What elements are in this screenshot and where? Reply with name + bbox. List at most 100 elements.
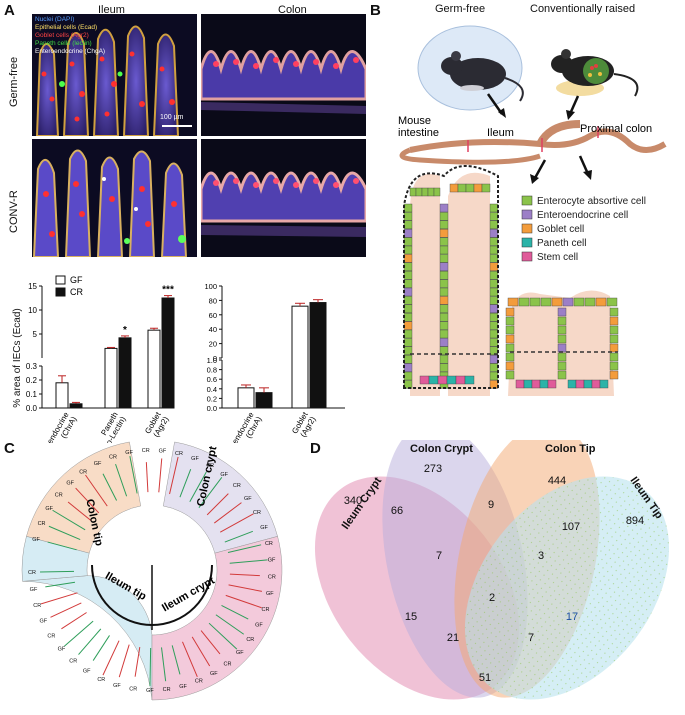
cell xyxy=(403,254,413,263)
venn-count-ileum-tip-only: 894 xyxy=(626,515,644,527)
ileum-label: Ileum xyxy=(487,127,514,139)
sector-colon-tip xyxy=(26,441,142,554)
cell xyxy=(439,329,449,339)
dendro-branch xyxy=(198,477,223,509)
cell xyxy=(489,254,499,263)
bar-gf xyxy=(237,387,255,409)
y-tick-label: 0.1 xyxy=(26,390,38,399)
leaf-label: GF xyxy=(220,472,228,478)
y-tick-label: 0.8 xyxy=(207,366,217,375)
cell xyxy=(489,220,499,230)
y-tick-label: 60 xyxy=(209,311,217,320)
arrow-icon xyxy=(568,95,580,115)
leaf-label: CR xyxy=(163,687,171,693)
bar-cr xyxy=(69,403,83,409)
dendro-branch xyxy=(92,635,110,661)
cell xyxy=(403,212,413,221)
dendro-branch xyxy=(161,647,167,682)
panel-d-label: D xyxy=(310,440,321,457)
chart-ileum-bars: 0.00.10.20.351015****GFCREnteroendocrine… xyxy=(26,275,175,443)
dendro-branch xyxy=(229,573,260,577)
cell xyxy=(489,262,499,272)
leaf-label: CR xyxy=(55,492,63,498)
chart-ylabel: % area of IECs (Ecad) xyxy=(12,308,23,407)
cell xyxy=(439,338,449,347)
cell xyxy=(403,355,413,364)
dendro-branch xyxy=(224,530,254,543)
x-tick-label: Enteroendocrine(ChrA) xyxy=(219,410,264,443)
cell xyxy=(505,370,515,380)
proximal-colon-label: Proximal colon xyxy=(580,123,653,135)
cell xyxy=(489,321,499,330)
venn-count-ct-it: 107 xyxy=(562,521,580,533)
cell xyxy=(575,379,585,389)
cell xyxy=(439,212,449,221)
venn-count-cc-it: 17 xyxy=(566,611,578,623)
dendro-branch xyxy=(229,559,268,564)
cell xyxy=(584,297,596,307)
cell xyxy=(489,228,499,238)
dendro-branch xyxy=(134,646,141,677)
legend-swatch xyxy=(521,195,533,206)
y-tick-label: 0.3 xyxy=(26,362,38,371)
cell xyxy=(609,352,619,362)
cell xyxy=(465,183,475,193)
dendro-branch xyxy=(102,473,118,501)
cell xyxy=(489,304,499,313)
cell xyxy=(439,279,449,288)
venn-count-ic-ct: 15 xyxy=(405,611,417,623)
leaf-label: GF xyxy=(45,506,53,512)
cell xyxy=(403,262,413,272)
leaf-label: CR xyxy=(33,603,41,609)
cell xyxy=(595,297,607,307)
venn-count-ic-cc: 66 xyxy=(391,505,403,517)
germ-free-mouse-icon xyxy=(441,51,524,102)
leaf-label: CR xyxy=(195,678,203,684)
cell xyxy=(557,316,567,326)
legend-label: Enterocyte absortive cell xyxy=(537,196,646,207)
cell xyxy=(446,375,457,385)
legend-label: Stem cell xyxy=(537,252,578,263)
bar-cr xyxy=(161,297,175,409)
dendro-branch xyxy=(118,644,130,678)
cell xyxy=(421,187,429,197)
cell xyxy=(489,313,499,322)
leaf-label: GF xyxy=(146,688,154,694)
cell xyxy=(403,329,413,339)
cell xyxy=(439,220,449,230)
cell xyxy=(489,279,499,288)
cell xyxy=(609,316,619,326)
x-tick-label: Goblet(Agr2) xyxy=(290,410,318,440)
cell xyxy=(439,203,449,213)
legend-label: Paneth cell xyxy=(537,238,586,249)
cell xyxy=(540,297,552,307)
cell xyxy=(403,304,413,313)
dendro-branch xyxy=(208,622,238,650)
cell xyxy=(409,187,417,197)
cell xyxy=(609,334,619,344)
leaf-label: CR xyxy=(268,574,276,580)
cell xyxy=(518,297,530,307)
legend-swatch-cr xyxy=(55,287,66,297)
cell xyxy=(403,338,413,347)
conv-raised-title: Conventionally raised xyxy=(530,3,636,15)
legend-swatch xyxy=(521,209,533,220)
venn-label-colon-crypt: Colon Crypt xyxy=(410,443,473,455)
venn-count-ileum-crypt-only: 340 xyxy=(344,495,362,507)
venn-count-cc-ct: 9 xyxy=(488,499,494,511)
dendro-branch xyxy=(225,594,262,609)
dendro-branch xyxy=(189,471,207,503)
y-tick-label: 10 xyxy=(28,306,37,315)
dendro-branch xyxy=(227,544,262,553)
y-tick-label: 100 xyxy=(204,282,217,291)
leaf-label: CR xyxy=(224,661,232,667)
cell xyxy=(403,237,413,246)
cell xyxy=(505,343,515,353)
significance-mark: * xyxy=(123,325,127,336)
y-tick-label: 20 xyxy=(209,340,217,349)
cell xyxy=(464,375,475,385)
venn-label-colon-tip: Colon Tip xyxy=(545,443,596,455)
cell xyxy=(599,379,609,389)
cell xyxy=(439,355,449,364)
venn-count-ic-it: 51 xyxy=(479,672,491,684)
